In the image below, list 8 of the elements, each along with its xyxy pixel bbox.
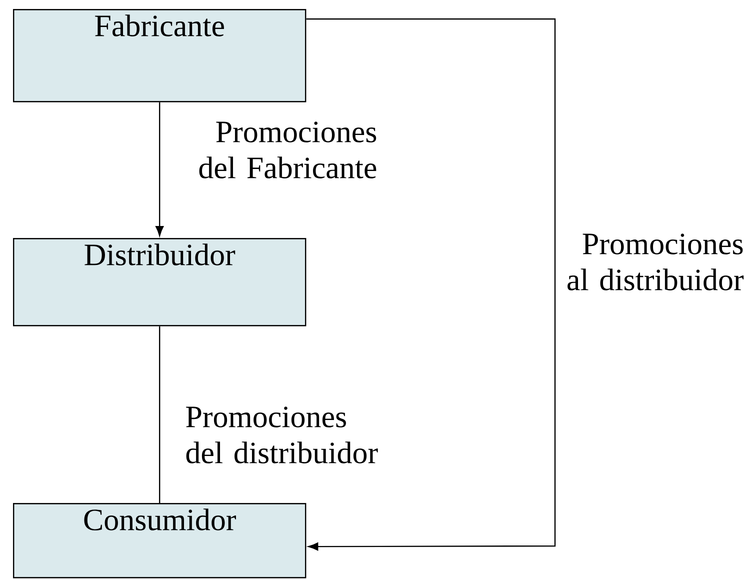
- edge-label: Promociones del Fabricante: [199, 122, 376, 178]
- process-box: Fabricante: [13, 9, 306, 102]
- arrow: [306, 18, 556, 551]
- arrow: [156, 102, 164, 236]
- edge-label: Promociones del distribuidor: [186, 406, 378, 464]
- process-box: Distribuidor: [13, 238, 306, 326]
- edge-label: Promociones al distribuidor: [568, 234, 744, 290]
- process-box: Consumidor: [13, 503, 306, 578]
